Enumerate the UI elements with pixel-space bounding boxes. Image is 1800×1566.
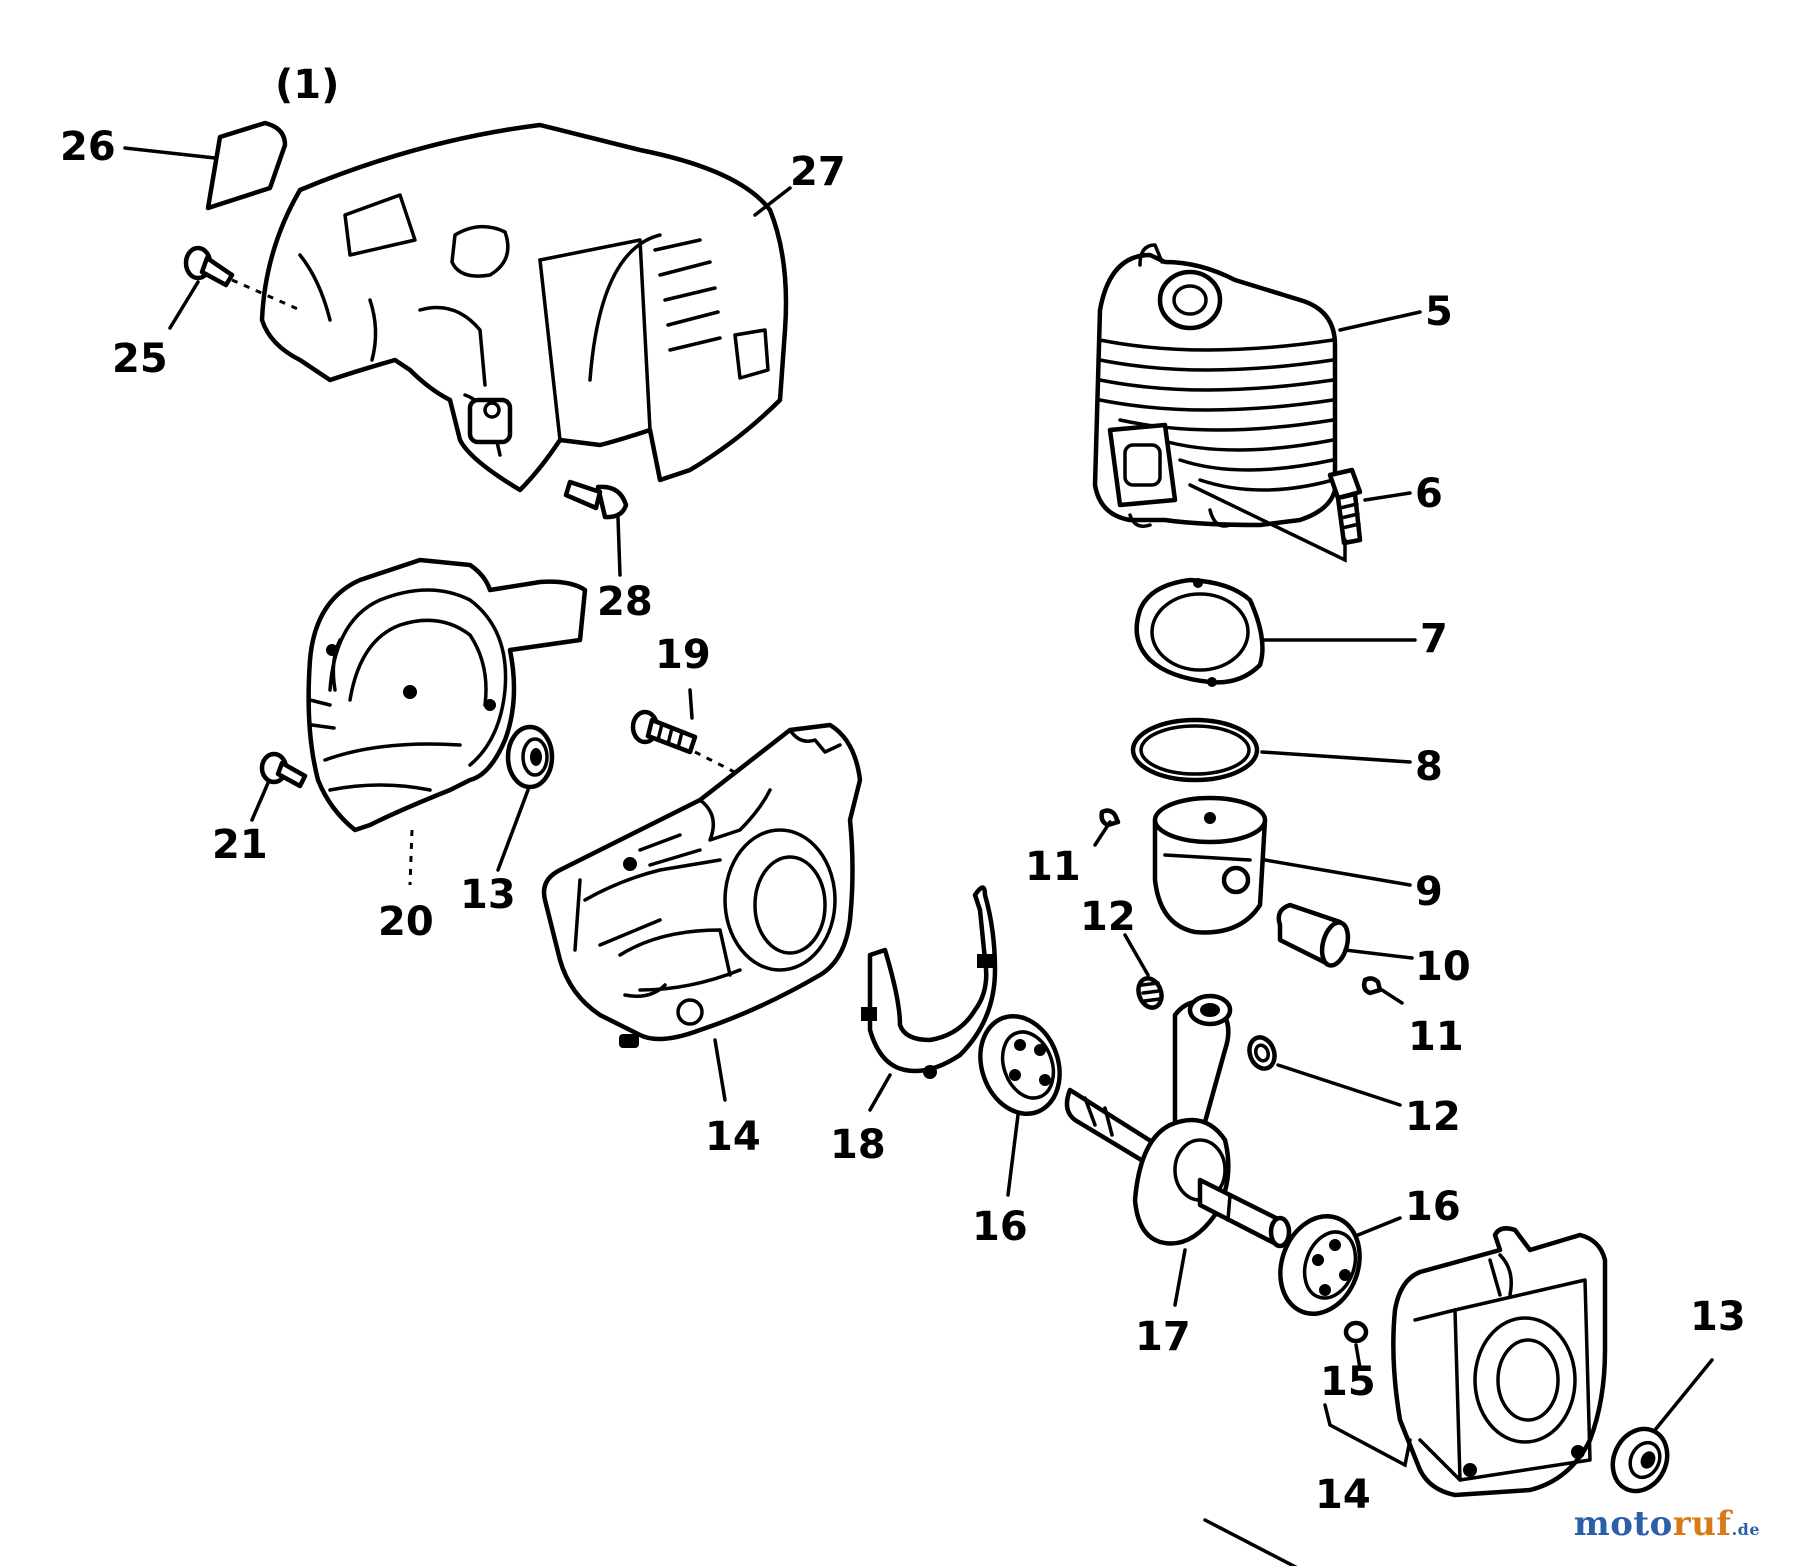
piston-ring-part [1130, 717, 1260, 783]
fan-housing-leader [408, 829, 414, 886]
callout-27: 27 [790, 149, 846, 195]
callout-16-right: 16 [1405, 1184, 1461, 1230]
cover-bolt-part [563, 479, 629, 520]
callout-28: 28 [597, 579, 653, 625]
callout-14-left: 14 [705, 1114, 761, 1160]
crankcase-bolt-part [630, 709, 698, 755]
watermark-logo: motoruf.de [1573, 1504, 1760, 1544]
callout-25: 25 [112, 336, 168, 382]
crankcase-gasket-part [861, 885, 998, 1079]
callout-13-lower: 13 [1690, 1294, 1746, 1340]
callout-7: 7 [1420, 616, 1448, 662]
oil-seal-lower-part [1610, 1426, 1670, 1494]
dowel-pin-part [1343, 1320, 1369, 1344]
piston-pin-part [1276, 902, 1351, 968]
piston-part [1152, 795, 1268, 935]
callout-12-upper: 12 [1080, 894, 1136, 940]
callout-26: 26 [60, 124, 116, 170]
callout-6: 6 [1415, 471, 1443, 517]
callout-16-left: 16 [972, 1204, 1028, 1250]
callout-20: 20 [378, 899, 434, 945]
clip-upper-part [1099, 808, 1121, 828]
needle-bearing-lower-part [1247, 1035, 1277, 1071]
callout-11-upper: 11 [1025, 844, 1081, 890]
bearing-left-part [978, 1014, 1062, 1116]
bearing-right-part [1278, 1214, 1362, 1316]
callout-12-lower: 12 [1405, 1094, 1461, 1140]
crankcase-right-part [1391, 1226, 1608, 1498]
oil-seal-upper-part [505, 724, 555, 790]
callout-21: 21 [212, 822, 268, 868]
clip-lower-part [1361, 976, 1383, 996]
crankcase-left-part [541, 722, 863, 1048]
crankshaft-part [1064, 993, 1292, 1249]
group-label: (1) [275, 62, 339, 108]
callout-10: 10 [1415, 944, 1471, 990]
callout-14-right: 14 [1315, 1472, 1371, 1518]
cylinder-bolt-part [1327, 467, 1363, 546]
needle-bearing-upper-part [1136, 976, 1164, 1010]
callout-9: 9 [1415, 869, 1443, 915]
label-plate-part [205, 120, 288, 211]
callout-11-lower: 11 [1408, 1014, 1464, 1060]
callout-19: 19 [655, 632, 711, 678]
leader-lines [123, 146, 1714, 1566]
gasket-part [1134, 577, 1265, 687]
callout-labels: (1) 26 27 25 28 5 6 7 8 9 11 10 11 12 12… [60, 62, 1746, 1518]
callout-18: 18 [830, 1122, 886, 1168]
cylinder-part [1092, 243, 1338, 528]
cover-screw-part [183, 245, 235, 288]
engine-cover-part [259, 122, 789, 493]
fan-housing-part [306, 557, 588, 833]
callout-15: 15 [1320, 1359, 1376, 1405]
callout-5: 5 [1425, 289, 1453, 335]
housing-screw-part [259, 751, 308, 789]
callout-13-upper: 13 [460, 872, 516, 918]
callout-8: 8 [1415, 744, 1443, 790]
callout-17: 17 [1135, 1314, 1191, 1360]
